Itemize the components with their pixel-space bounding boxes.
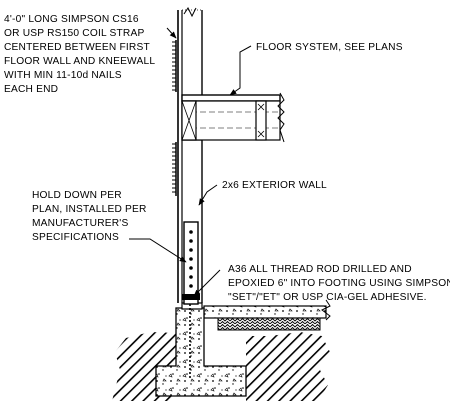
hold-down-note: HOLD DOWN PER PLAN, INSTALLED PER MANUFA…	[32, 190, 147, 243]
svg-text:PLAN, INSTALLED PER: PLAN, INSTALLED PER	[32, 204, 147, 215]
coil-strap-lower	[172, 142, 177, 196]
threaded-rod-note-line-2: EPOXIED 6" INTO FOOTING USING SIMPSON	[228, 278, 450, 289]
coil-strap-upper	[172, 40, 177, 92]
svg-text:MANUFACTURER'S: MANUFACTURER'S	[32, 218, 128, 229]
svg-text:4'-0" LONG SIMPSON CS16: 4'-0" LONG SIMPSON CS16	[4, 14, 139, 25]
concrete-footing	[155, 307, 247, 397]
leader-lines	[129, 27, 252, 297]
svg-text:A36 ALL THREAD ROD DRILLED AND: A36 ALL THREAD ROD DRILLED AND	[228, 264, 412, 275]
gravel-base	[217, 317, 321, 331]
threaded-rod-note-line-3: "SET"/"ET" OR USP CIA-GEL ADHESIVE.	[228, 292, 427, 303]
svg-text:FLOOR WALL AND KNEEWALL: FLOOR WALL AND KNEEWALL	[4, 56, 155, 67]
svg-text:WITH MIN 11-10d NAILS: WITH MIN 11-10d NAILS	[4, 70, 122, 81]
coil-strap-note: 4'-0" LONG SIMPSON CS16 OR USP RS150 COI…	[4, 14, 155, 95]
coil-strap-note-line-2: OR USP RS150 COIL STRAP	[4, 28, 144, 39]
slab-break-line	[321, 299, 331, 321]
hold-down-bracket	[182, 221, 200, 305]
hold-down-note-line-2: PLAN, INSTALLED PER	[32, 204, 147, 215]
hold-down-note-line-3: MANUFACTURER'S	[32, 218, 128, 229]
coil-strap-note-line-1: 4'-0" LONG SIMPSON CS16	[4, 14, 139, 25]
floor-joist	[181, 92, 285, 143]
coil-strap-note-line-5: WITH MIN 11-10d NAILS	[4, 70, 122, 81]
threaded-rod-note-line-1: A36 ALL THREAD ROD DRILLED AND	[228, 264, 412, 275]
svg-text:EPOXIED 6" INTO FOOTING USING: EPOXIED 6" INTO FOOTING USING SIMPSON	[228, 278, 450, 289]
coil-strap-note-line-6: EACH END	[4, 84, 58, 95]
coil-strap-note-line-4: FLOOR WALL AND KNEEWALL	[4, 56, 155, 67]
concrete-slab	[203, 305, 327, 319]
hold-down-note-line-1: HOLD DOWN PER	[32, 190, 122, 201]
svg-text:SPECIFICATIONS: SPECIFICATIONS	[32, 232, 119, 243]
coil-strap-note-line-3: CENTERED BETWEEN FIRST	[4, 42, 150, 53]
svg-text:HOLD DOWN PER: HOLD DOWN PER	[32, 190, 122, 201]
svg-text:CENTERED BETWEEN FIRST: CENTERED BETWEEN FIRST	[4, 42, 150, 53]
hold-down-note-line-4: SPECIFICATIONS	[32, 232, 119, 243]
svg-text:"SET"/"ET" OR USP CIA-GEL ADHE: "SET"/"ET" OR USP CIA-GEL ADHESIVE.	[228, 292, 427, 303]
floor-system-note: FLOOR SYSTEM, SEE PLANS	[256, 42, 403, 53]
svg-text:EACH END: EACH END	[4, 84, 58, 95]
svg-text:OR USP RS150 COIL STRAP: OR USP RS150 COIL STRAP	[4, 28, 144, 39]
threaded-rod-note: A36 ALL THREAD ROD DRILLED AND EPOXIED 6…	[228, 264, 450, 303]
exterior-wall-note: 2x6 EXTERIOR WALL	[222, 180, 327, 191]
